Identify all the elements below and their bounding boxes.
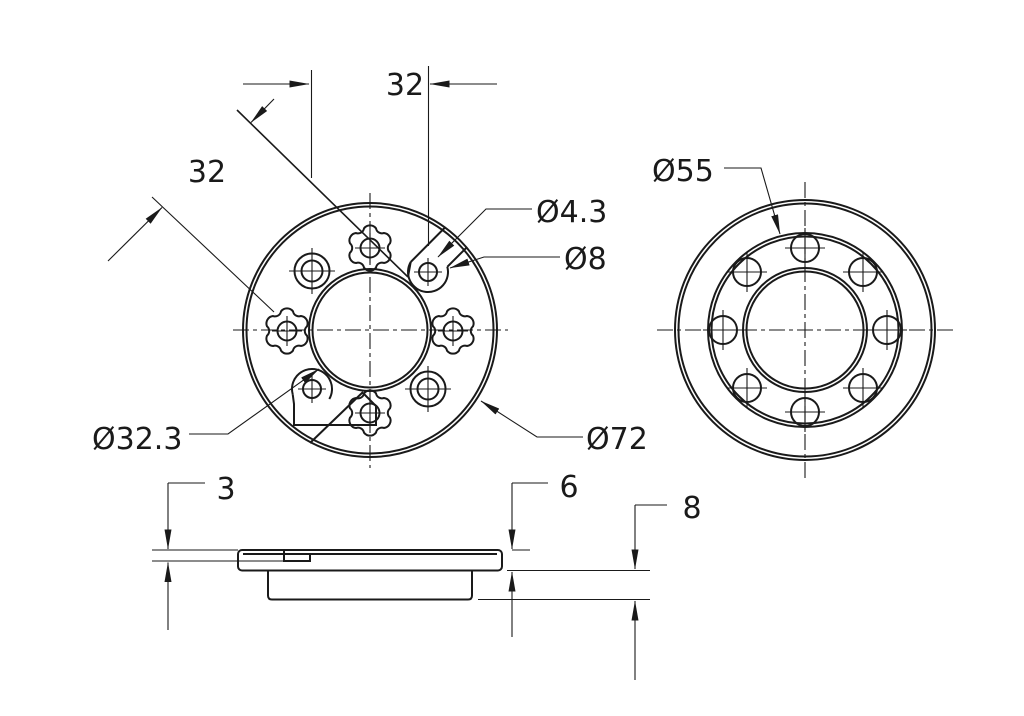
dim-hole-cbore: Ø8 bbox=[449, 242, 607, 277]
dim-outer-dia-label: Ø72 bbox=[586, 422, 648, 457]
back-centerlines bbox=[657, 182, 953, 478]
dim-outer-dia: Ø72 bbox=[480, 400, 648, 457]
dim-flange-dia: Ø55 bbox=[652, 154, 781, 235]
slot-hole-sw bbox=[297, 374, 327, 404]
round-hole-se bbox=[404, 365, 452, 413]
front-view: 32 32 Ø4.3 Ø8 Ø32.3 Ø72 bbox=[92, 66, 648, 468]
dim-boss-height-label: 8 bbox=[682, 491, 701, 526]
back-outer-circle bbox=[674, 199, 936, 461]
dim-boss-height: 8 bbox=[631, 491, 702, 680]
dim-recess-depth-label: 3 bbox=[216, 472, 235, 507]
side-notch bbox=[283, 551, 317, 562]
dim-recess-depth: 3 bbox=[164, 472, 236, 630]
slot-hole-ne bbox=[413, 257, 443, 287]
back-view: Ø55 bbox=[652, 154, 953, 478]
dim-hole-small: Ø4.3 bbox=[437, 195, 607, 258]
side-view: 3 6 8 bbox=[152, 470, 702, 680]
dim-center-bore-label: Ø32.3 bbox=[92, 422, 182, 457]
dim-plate-thickness-label: 6 bbox=[559, 470, 578, 505]
dim-hole-cbore-label: Ø8 bbox=[564, 242, 607, 277]
diagonal-channel bbox=[236, 109, 468, 444]
dim-flange-dia-label: Ø55 bbox=[652, 154, 714, 189]
outer-circle bbox=[242, 202, 498, 458]
dim-hole-small-label: Ø4.3 bbox=[536, 195, 607, 230]
dim-center-bore: Ø32.3 bbox=[92, 368, 320, 457]
side-plate bbox=[237, 549, 503, 572]
round-hole-nw bbox=[288, 247, 336, 295]
dim-spacing-diag: 32 bbox=[107, 98, 275, 313]
dim-spacing-diag-label: 32 bbox=[188, 155, 226, 190]
dim-plate-thickness: 6 bbox=[508, 470, 579, 637]
torx-hole-left bbox=[257, 302, 317, 360]
dim-spacing-top: 32 bbox=[243, 66, 497, 246]
dim-spacing-top-label: 32 bbox=[386, 68, 424, 103]
torx-hole-right bbox=[423, 302, 483, 360]
side-boss bbox=[267, 570, 473, 601]
